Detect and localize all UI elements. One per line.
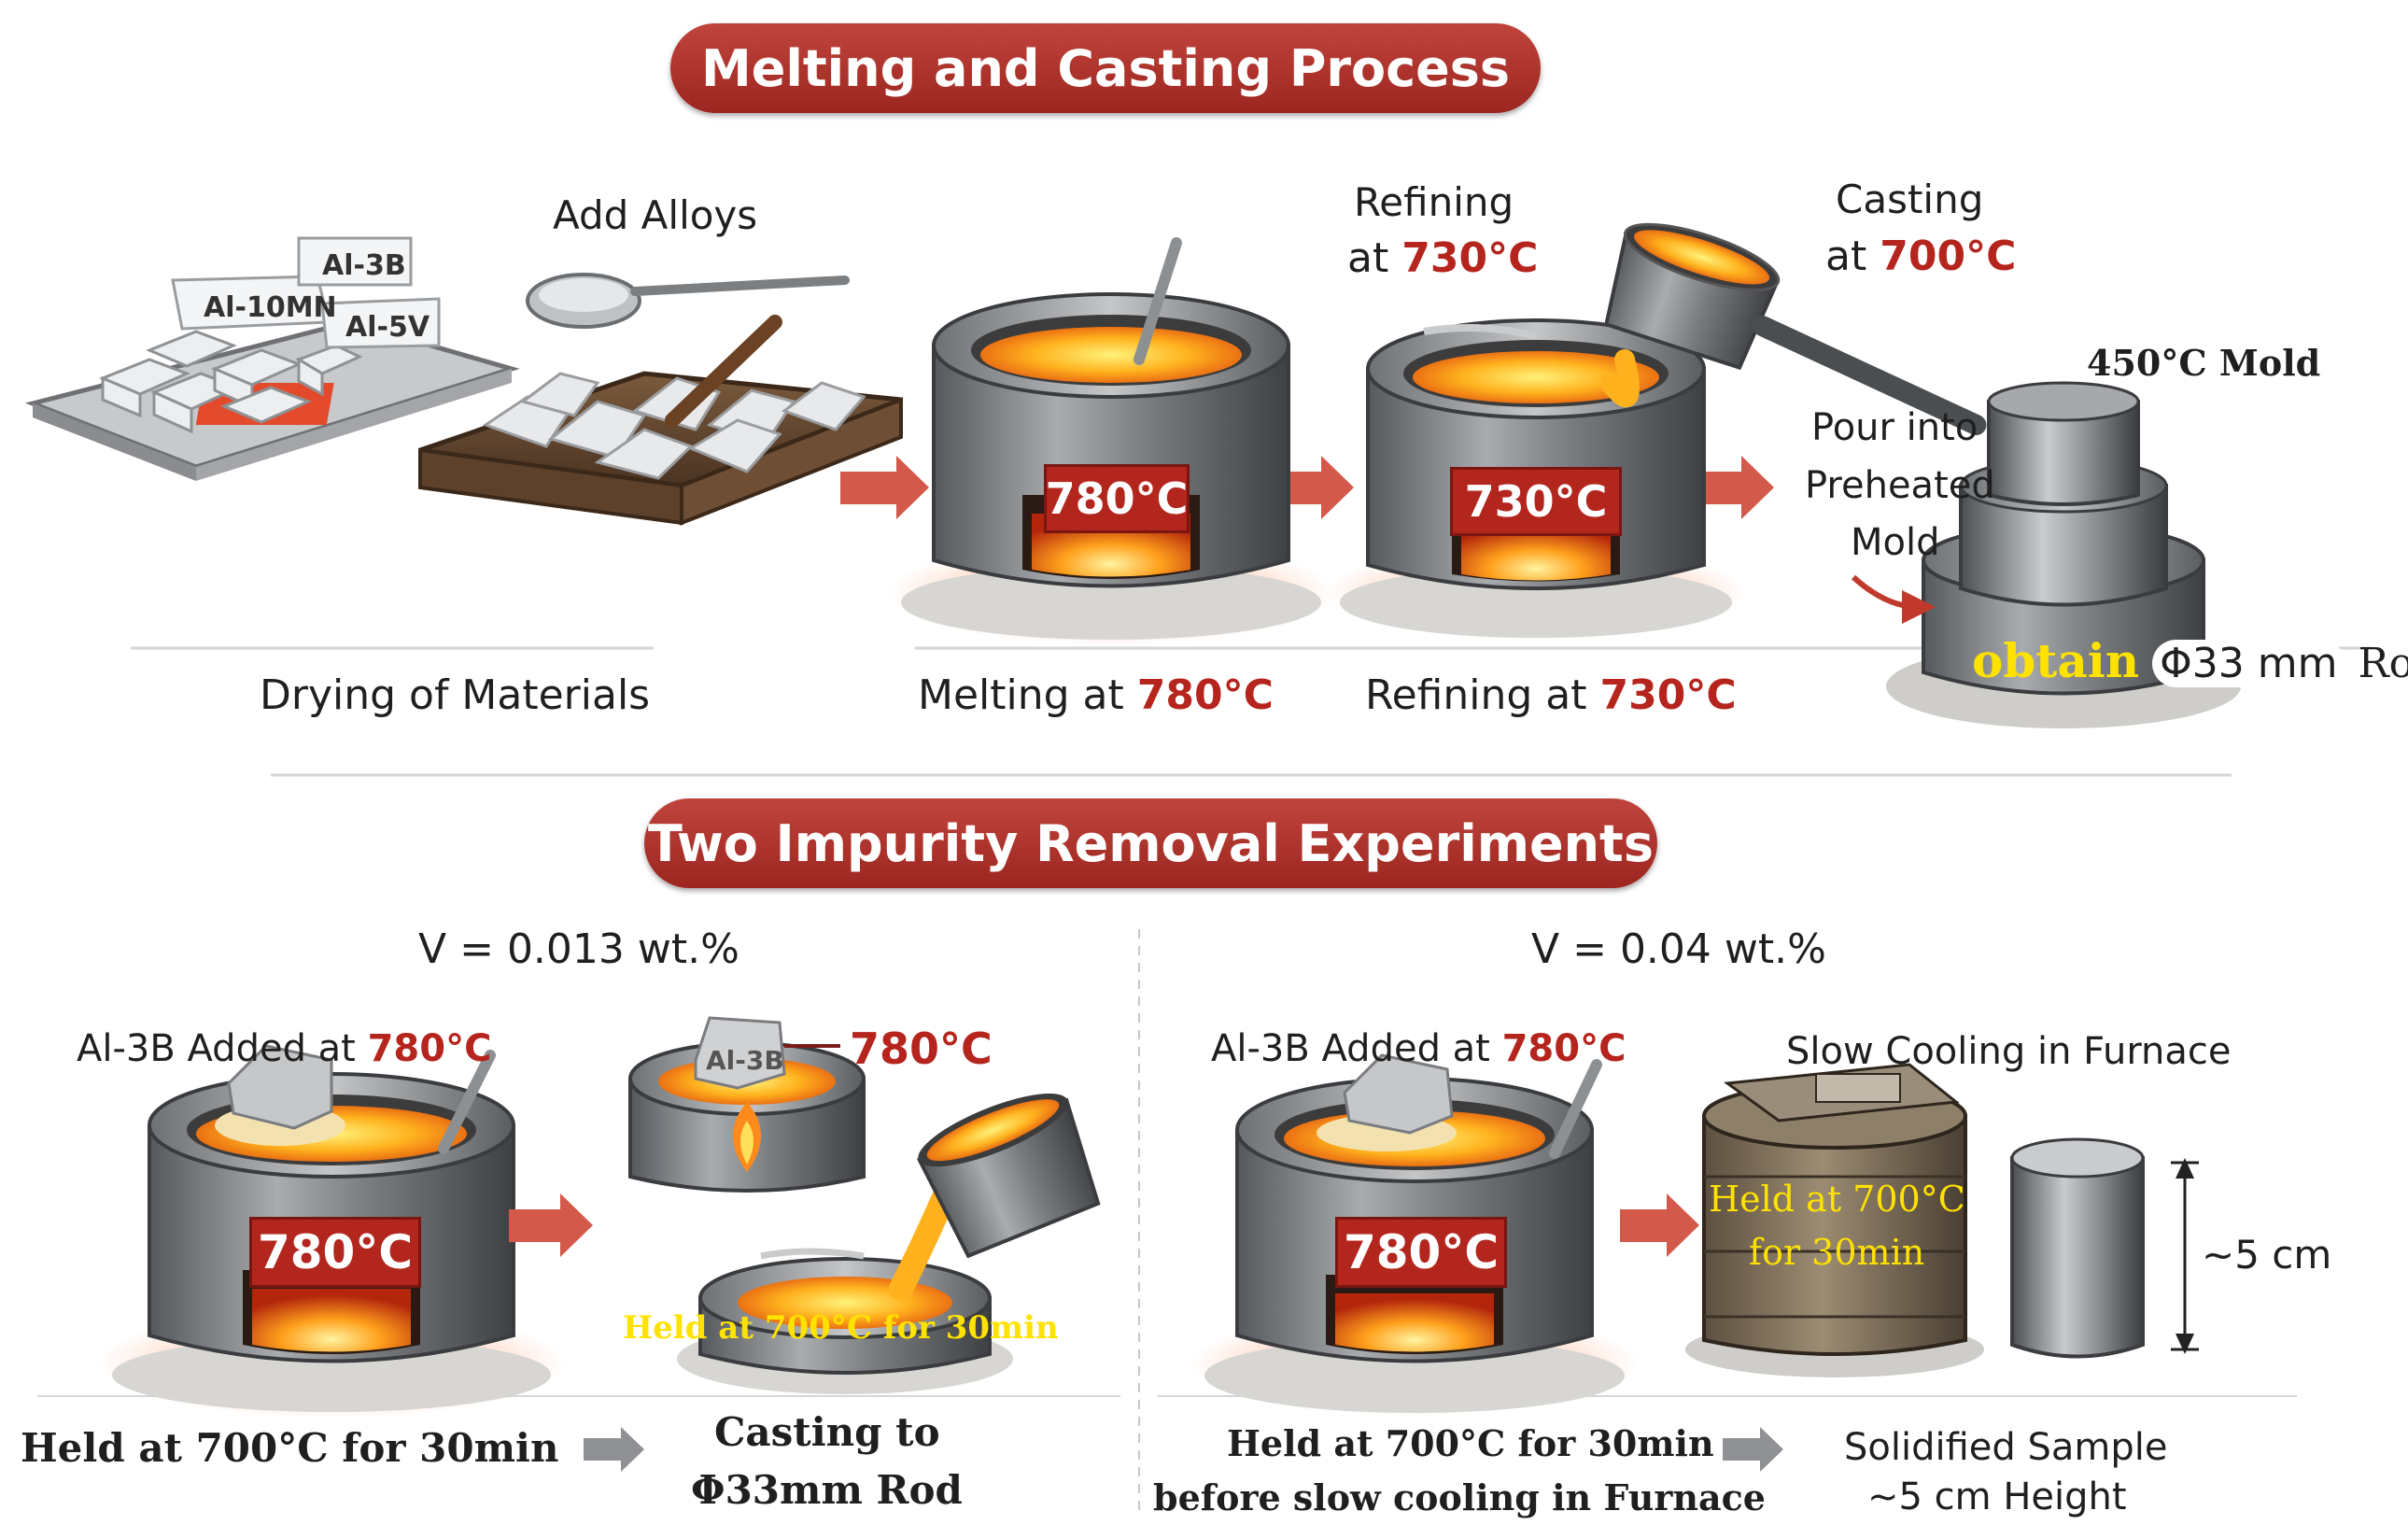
mold-temp-label: 450°C Mold — [2087, 342, 2321, 384]
pour-line-2: Preheated — [1805, 464, 1995, 507]
melting-at: Melting at — [918, 671, 1124, 719]
left-held-caption: Held at 700°C for 30min — [21, 1425, 559, 1471]
added-temp: 780°C — [1501, 1027, 1626, 1070]
alloy-label-al3b: Al-3B — [322, 249, 406, 282]
melting-casting-banner: Melting and Casting Process — [670, 23, 1541, 113]
rod-word: Rod — [2358, 640, 2408, 687]
left-casting-line2: Φ33mm Rod — [691, 1467, 963, 1513]
left-casting-line1: Casting to — [714, 1409, 940, 1455]
melting-caption: Melting at 780°C — [918, 675, 1274, 716]
at-word: at — [1347, 234, 1389, 282]
left-temp-box: 780°C — [249, 1217, 421, 1288]
refining-caption: Refining at 730°C — [1365, 675, 1737, 716]
casting-step-temp: at 700°C — [1825, 236, 2016, 277]
casting-temp: 700°C — [1880, 233, 2017, 280]
sample-line2: ~5 cm Height — [1867, 1476, 2127, 1518]
sample-line1: Solidified Sample — [1844, 1426, 2168, 1469]
impurity-removal-banner: Two Impurity Removal Experiments — [644, 798, 1657, 888]
left-added-label: Al-3B Added at 780°C — [77, 1030, 491, 1067]
left-ingot-label: Al-3B — [706, 1045, 784, 1076]
furnace-held-line2: for 30min — [1749, 1232, 1925, 1273]
refining-step-temp: at 730°C — [1347, 238, 1538, 279]
casting-step-word: Casting — [1836, 177, 1984, 222]
left-side-temp: 780°C — [850, 1024, 993, 1074]
added-at: Al-3B Added at — [77, 1027, 356, 1070]
refining-step-word: Refining — [1354, 179, 1514, 225]
added-at: Al-3B Added at — [1211, 1027, 1490, 1070]
refining-at: Refining at — [1365, 671, 1587, 719]
left-v-label: V = 0.013 wt.% — [418, 925, 739, 973]
refining-temp: 730°C — [1401, 234, 1539, 282]
alloy-label-al5v: Al-5V — [345, 311, 430, 344]
right-added-label: Al-3B Added at 780°C — [1211, 1030, 1626, 1067]
obtain-word: obtain — [1972, 633, 2140, 688]
at-word: at — [1825, 233, 1867, 280]
alloy-label-al10mn: Al-10MN — [204, 291, 337, 324]
slow-cooling-label: Slow Cooling in Furnace — [1786, 1030, 2232, 1073]
obtain-rod-label: obtain Φ33 mm Rod — [1972, 638, 2408, 687]
right-v-label: V = 0.04 wt.% — [1531, 925, 1826, 973]
right-temp-box: 780°C — [1335, 1217, 1507, 1288]
refining-temp-caption: 730°C — [1599, 671, 1737, 719]
left-held-overlay: Held at 700°C for 30min — [623, 1309, 1059, 1347]
right-held-line1: Held at 700°C for 30min — [1227, 1422, 1714, 1464]
added-temp: 780°C — [367, 1027, 492, 1070]
pour-line-1: Pour into — [1811, 406, 1979, 449]
melt-temp-box: 780°C — [1044, 464, 1190, 533]
right-held-line2: before slow cooling in Furnace — [1153, 1476, 1766, 1518]
drying-caption: Drying of Materials — [260, 671, 651, 719]
refine-temp-box: 730°C — [1450, 467, 1622, 536]
pour-line-3: Mold — [1851, 521, 1940, 564]
height-label: ~5 cm — [2202, 1232, 2332, 1278]
melting-temp: 780°C — [1136, 671, 1274, 719]
add-alloys-label: Add Alloys — [553, 192, 758, 238]
rod-size: Φ33 mm — [2152, 640, 2345, 687]
furnace-held-line1: Held at 700°C — [1709, 1179, 1965, 1220]
